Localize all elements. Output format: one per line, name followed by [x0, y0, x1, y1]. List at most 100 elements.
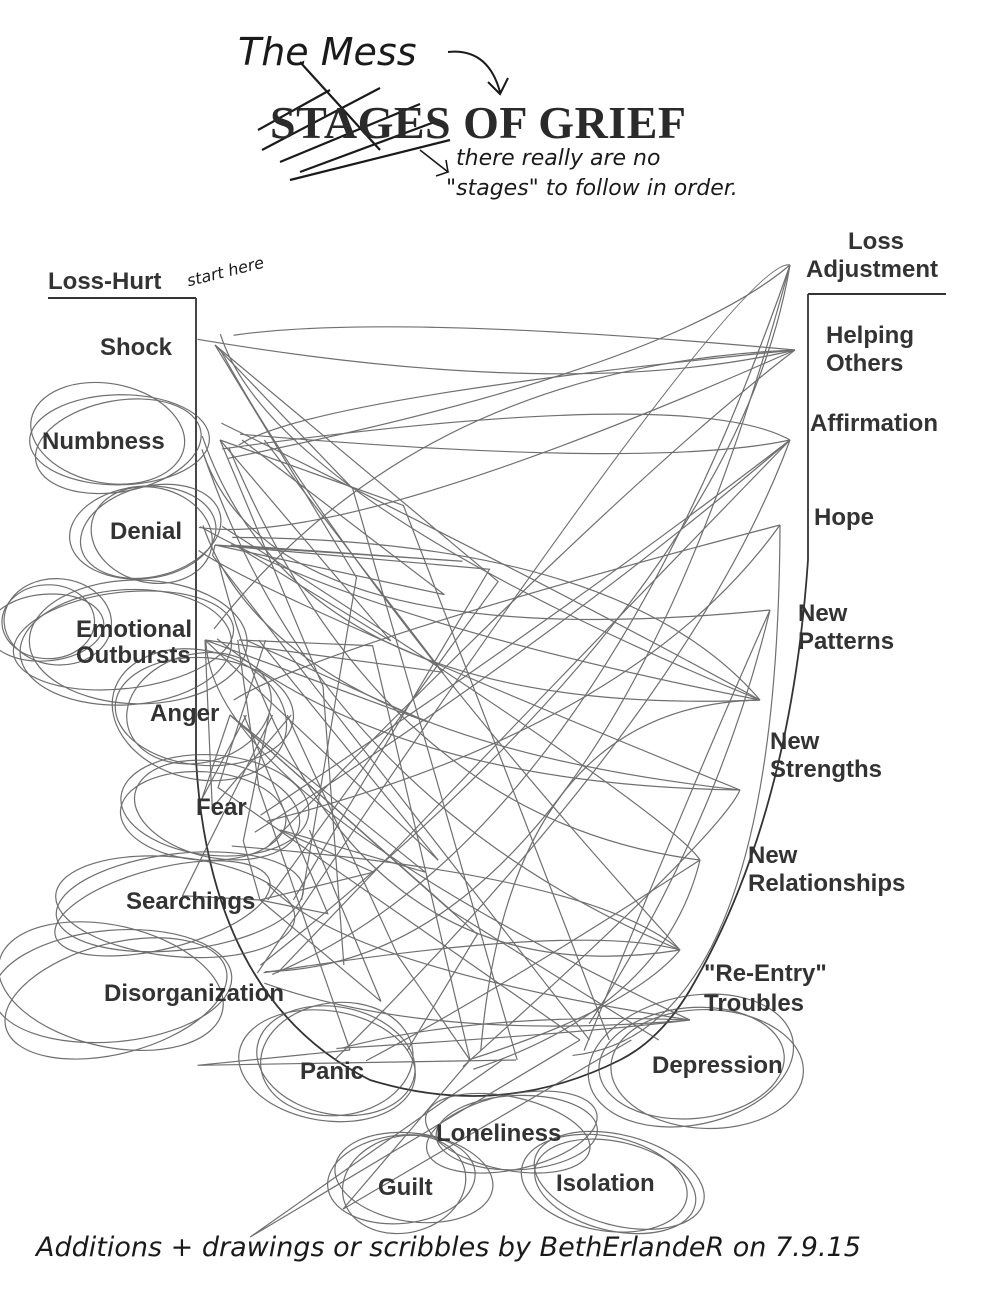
pencil-stroke [204, 639, 439, 861]
pencil-stroke [259, 829, 382, 1002]
pencil-stroke [204, 439, 445, 674]
label-new-strengths-1: New [770, 728, 820, 755]
pencil-stroke [286, 714, 471, 1061]
pencil-stroke [220, 350, 681, 951]
right-column-curve [619, 294, 809, 1061]
pencil-stroke [583, 609, 771, 1051]
label-isolation: Isolation [556, 1170, 655, 1197]
pencil-loop [29, 394, 211, 486]
label-reentry: "Re-Entry" [704, 960, 827, 987]
pencil-loop [435, 1094, 598, 1171]
printed-title: STAGES OF GRIEF [270, 96, 686, 149]
label-searchings: Searchings [126, 888, 256, 915]
label-panic: Panic [300, 1058, 365, 1085]
pencil-loop [79, 483, 222, 580]
pencil-stroke [228, 264, 791, 459]
pencil-loop [520, 1133, 688, 1233]
pencil-stroke [214, 544, 491, 901]
label-anger: Anger [150, 700, 220, 727]
pencil-stroke [211, 544, 590, 1041]
pencil-stroke [260, 439, 791, 816]
label-affirmation: Affirmation [810, 410, 938, 437]
label-depression: Depression [652, 1052, 783, 1079]
pencil-loop [238, 1009, 416, 1123]
pencil-stroke [231, 845, 681, 951]
pencil-loop [54, 860, 271, 957]
pencil-stroke [336, 1019, 691, 1050]
pencil-stroke [201, 449, 681, 951]
pencil-loop [260, 1001, 414, 1117]
pencil-stroke [462, 789, 741, 1068]
label-fear: Fear [196, 794, 247, 821]
pencil-loop [425, 1090, 598, 1174]
loss-adjustment-header-1: Loss [848, 228, 905, 255]
pencil-stroke [221, 525, 701, 861]
pencil-stroke [205, 639, 691, 1021]
title-note-line1: there really are no [456, 146, 661, 171]
pencil-stroke [572, 524, 781, 1057]
pencil-scribbles [0, 264, 805, 1238]
pencil-loop [0, 928, 233, 1044]
pencil-stroke [266, 349, 796, 848]
pencil-loop [133, 759, 301, 861]
title-arrow [447, 50, 509, 96]
label-denial: Denial [110, 518, 183, 545]
title-rest: OF GRIEF [451, 97, 687, 148]
pencil-stroke [201, 714, 247, 800]
pencil-stroke [232, 536, 761, 701]
pencil-loop [327, 1134, 476, 1225]
pencil-loop [1, 584, 96, 660]
pencil-stroke [342, 1039, 632, 1210]
pencil-loop [30, 381, 186, 485]
label-emotional: Emotional [76, 616, 193, 643]
label-shock: Shock [100, 334, 173, 361]
label-new-strengths-2: Strengths [770, 756, 883, 783]
label-disorganization: Disorganization [104, 980, 285, 1007]
struck-word: STAGES [270, 97, 452, 148]
pencil-loop [3, 577, 113, 666]
label-new-patterns-2: Patterns [798, 628, 895, 655]
pencil-stroke [242, 714, 270, 901]
pencil-stroke [217, 639, 581, 1041]
left-column-curve [195, 298, 621, 1097]
label-hope: Hope [814, 504, 874, 531]
pencil-stroke [202, 454, 771, 621]
label-helping: Helping [826, 322, 914, 349]
pencil-stroke [264, 982, 691, 1027]
pencil-stroke [214, 344, 518, 1061]
pencil-loop [120, 753, 310, 857]
label-numbness: Numbness [42, 428, 165, 455]
pencil-loop [0, 593, 105, 662]
label-new-relationships-1: New [748, 842, 798, 869]
loss-hurt-header: Loss-Hurt [48, 268, 162, 295]
pencil-loop [610, 1008, 805, 1130]
label-new-patterns-1: New [798, 600, 848, 627]
note-arrow [419, 149, 450, 177]
pencil-stroke [229, 714, 426, 873]
label-loneliness: Loneliness [436, 1120, 562, 1147]
pencil-loop [55, 851, 305, 953]
pencil-stroke [197, 1049, 516, 1066]
pencil-stroke [266, 883, 691, 1021]
pencil-stroke [216, 638, 741, 791]
pencil-loop [341, 1134, 467, 1235]
pencil-stroke [473, 859, 701, 1070]
pencil-loop [0, 921, 224, 1052]
pencil-stroke [588, 609, 771, 1025]
label-others: Others [826, 350, 904, 377]
pencil-stroke [233, 524, 781, 701]
label-guilt: Guilt [378, 1174, 433, 1201]
pencil-stroke [219, 439, 345, 966]
pencil-loop [90, 486, 213, 585]
pencil-stroke [219, 333, 761, 701]
pencil-stroke [239, 433, 791, 455]
pencil-loop [4, 937, 228, 1060]
pencil-loop [256, 1005, 416, 1117]
title-strikethrough [257, 61, 451, 182]
pencil-stroke [277, 439, 791, 974]
pencil-loop [12, 590, 235, 691]
pencil-stroke [233, 326, 796, 351]
pencil-stroke [263, 939, 681, 974]
pencil-loop [114, 656, 295, 767]
